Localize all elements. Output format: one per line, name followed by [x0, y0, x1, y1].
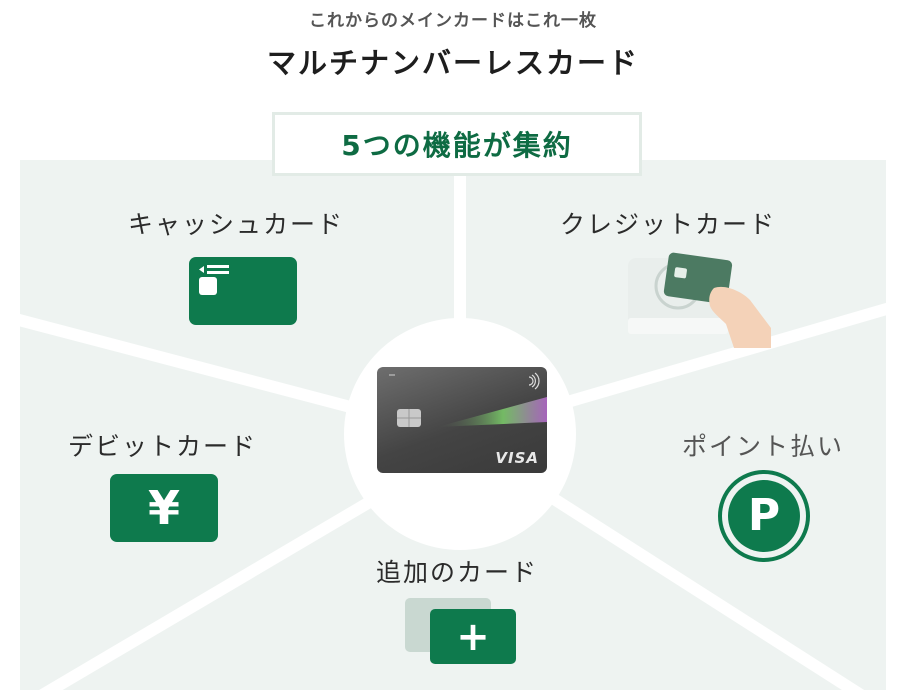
- plus-icon: +: [456, 613, 490, 660]
- credit-card-payment-icon: [626, 248, 771, 352]
- header-subtitle: これからのメインカードはこれ一枚: [309, 11, 597, 31]
- feature-label-credit: クレジットカード: [560, 210, 777, 239]
- cash-card-icon: [189, 257, 297, 329]
- features-banner: 5つの機能が集約: [272, 112, 642, 176]
- banner-label: 5つの機能が集約: [341, 129, 573, 162]
- card-brand-logo: VISA: [495, 449, 539, 467]
- point-letter: P: [747, 490, 781, 541]
- feature-label-cash: キャッシュカード: [128, 210, 345, 239]
- point-icon: P: [718, 470, 810, 562]
- debit-card-icon: ¥: [110, 474, 218, 542]
- feature-label-debit: デビットカード: [68, 432, 258, 461]
- feature-label-point: ポイント払い: [682, 432, 845, 461]
- feature-label-additional: 追加のカード: [376, 558, 539, 587]
- page-title: マルチナンバーレスカード: [266, 46, 639, 80]
- multi-numberless-card-image: VISA: [377, 367, 547, 473]
- yen-icon: ¥: [147, 481, 180, 535]
- additional-card-icon: +: [430, 609, 516, 664]
- divider-lines: [20, 160, 886, 690]
